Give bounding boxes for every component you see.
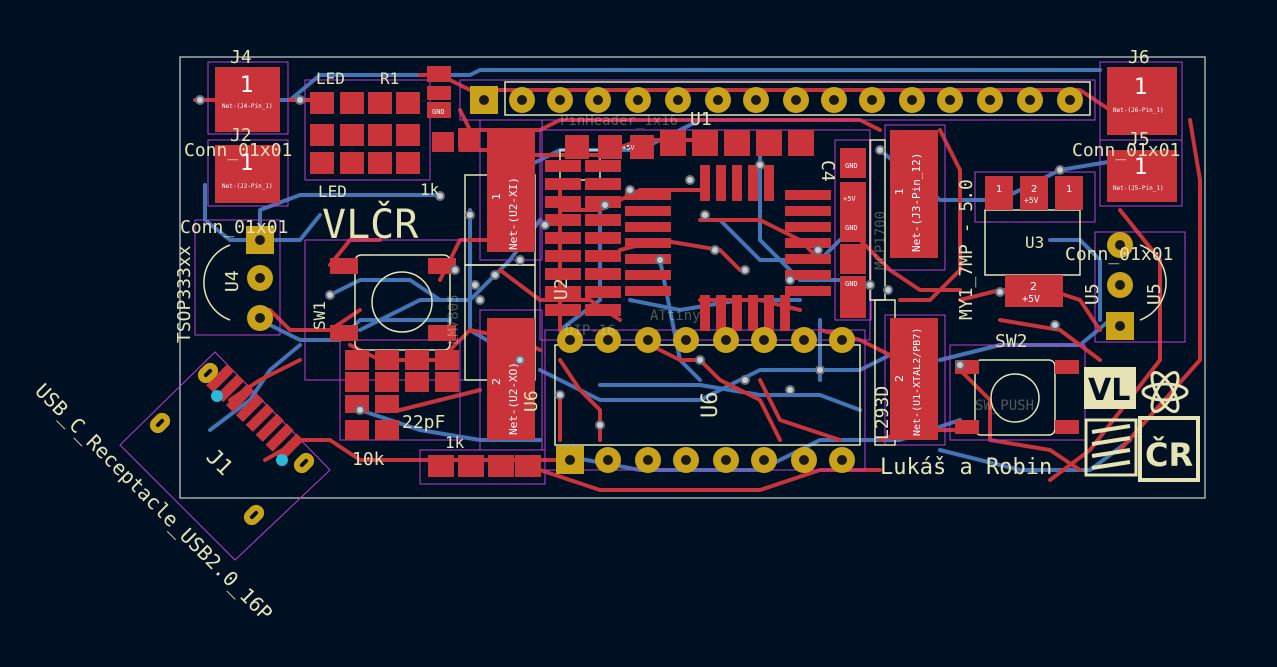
gnd-label-3: GND <box>845 280 858 288</box>
ref-r10k: 10k <box>352 449 385 470</box>
fp-lm: LM7805 <box>446 294 462 345</box>
ref-r1: R1 <box>380 69 399 88</box>
ref-j4: J4 <box>230 47 252 68</box>
ref-sw2: SW2 <box>995 331 1028 352</box>
fp-motor: L293D <box>872 386 893 440</box>
j2-pad <box>215 145 280 203</box>
u2-xo-pad <box>487 318 535 440</box>
gnd-label-2: GND <box>845 224 858 232</box>
ref-u5b: U5 <box>1144 283 1165 305</box>
fp-ir: TSOP333xx <box>174 245 195 343</box>
gnd-label-4: GND <box>432 108 445 116</box>
conn-label-3: Conn_01x01 <box>1072 140 1180 161</box>
j5-pad <box>1107 150 1177 202</box>
xtal-net: Net-(U1-XTAL2/PB7) <box>912 328 923 436</box>
ref-u6: U6 <box>521 390 542 412</box>
xtal-net-pad <box>890 318 938 440</box>
reg-tab-num: 2 <box>1030 280 1037 293</box>
conn-label-2: Conn_01x01 <box>180 217 288 238</box>
ref-r11: 1k <box>420 180 440 199</box>
book-icon <box>1084 418 1138 477</box>
reg-pad-3: 1 <box>1066 184 1072 195</box>
ref-u2: U2 <box>551 278 572 300</box>
xtal-pin: 2 <box>893 375 906 382</box>
fp-dip: DIP-16 <box>565 323 616 339</box>
logo-bottom-text: ČR <box>1145 435 1193 474</box>
ref-c4: C4 <box>817 160 838 182</box>
j3-net: Net-(J3-Pin_12) <box>910 153 923 252</box>
ref-sw1: SW1 <box>310 301 329 330</box>
board-title: VLČR <box>322 200 419 248</box>
j6-pad-number: 1 <box>1134 75 1148 100</box>
j6-pad <box>1107 67 1177 135</box>
xo-pin: 2 <box>490 378 503 385</box>
vias <box>195 95 1065 430</box>
j4-pad <box>215 67 280 132</box>
ref-u4: U4 <box>222 270 243 292</box>
logo-top-text: VL <box>1088 373 1130 408</box>
reg-pad-1: 1 <box>996 184 1002 195</box>
ref-led2: LED <box>318 182 347 201</box>
gnd-label-1: GND <box>845 162 858 170</box>
reg-tab-net: +5V <box>1022 294 1040 305</box>
ref-led1: LED <box>316 69 345 88</box>
ref-j1: J1 <box>201 445 237 481</box>
fp-mcu: ATtiny <box>650 308 701 324</box>
j3-net-pad <box>890 130 938 258</box>
j3-pin: 1 <box>893 188 906 195</box>
reg-pad-2-net: +5V <box>1024 196 1039 205</box>
fp-hdr: PinHeader_1x16 <box>560 113 678 129</box>
u2-xi-pad <box>487 130 535 252</box>
ref-u6b: U6 <box>698 392 723 419</box>
reg-pad-2: 2 <box>1031 184 1037 195</box>
tht-pads <box>149 86 1134 526</box>
conn-label-1: Conn_01x01 <box>184 140 292 161</box>
j4-pad-net: Net-(J4-Pin_1) <box>222 103 273 110</box>
vcc-label-2: +5V <box>843 195 856 203</box>
j2-pad-net: Net-(J2-Pin_1) <box>222 183 273 190</box>
xo-net: Net-(U2-XO) <box>507 362 520 435</box>
j6-pad-net: Net-(J6-Pin_1) <box>1113 107 1164 114</box>
j5-pad-net: Net-(J5-Pin_1) <box>1113 185 1164 192</box>
fp-sw: SW_PUSH <box>975 398 1034 414</box>
fp-mp: MY1_7MP - 5.0 <box>956 179 977 320</box>
smd-pads <box>206 66 1177 477</box>
ref-j2: J2 <box>230 125 252 146</box>
signature: Lukáš a Robin <box>880 455 1052 480</box>
vlcr-logo: VL ČR <box>1084 367 1200 482</box>
pad-labels: 1 Net-(J4-Pin_1) 1 Net-(J2-Pin_1) 1 Net-… <box>222 73 1164 436</box>
silkscreen-text: J4 J2 J6 J5 LED R1 LED 1k Conn_01x01 Con… <box>30 47 1180 625</box>
ref-u3: U3 <box>1025 233 1044 252</box>
xi-pin: 1 <box>490 193 503 200</box>
j5-pad-number: 1 <box>1134 155 1148 180</box>
ref-u1: U1 <box>690 109 712 130</box>
ref-j5: J5 <box>1128 129 1150 150</box>
j2-pad-number: 1 <box>240 151 254 176</box>
ref-r1k: 1k <box>445 433 465 452</box>
conn-label-4: Conn_01x01 <box>1065 244 1173 265</box>
vcc-label-1: +5V <box>622 144 635 152</box>
ref-c22: 22pF <box>402 412 445 433</box>
board-outline <box>179 56 1206 499</box>
ref-u5: U5 <box>1082 283 1103 305</box>
xi-net: Net-(U2-XI) <box>507 177 520 250</box>
fp-reg: MCP1700 <box>873 211 889 270</box>
atom-icon <box>1141 371 1189 413</box>
ref-j6: J6 <box>1128 47 1150 68</box>
j4-pad-number: 1 <box>240 73 254 98</box>
